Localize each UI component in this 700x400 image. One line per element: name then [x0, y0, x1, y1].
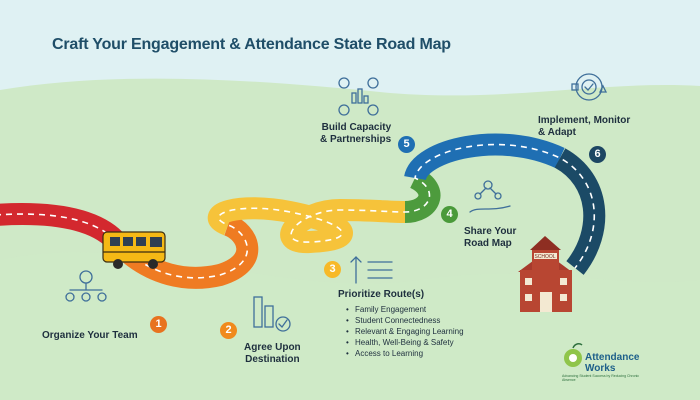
monitor-cycle-icon	[571, 73, 608, 101]
share-hand-icon	[469, 180, 511, 213]
route-arrows-icon	[350, 256, 393, 284]
brand-tagline: Advancing Student Success by Reducing Ch…	[562, 374, 640, 382]
step-6-label: Implement, Monitor& Adapt	[538, 115, 631, 138]
step-3-label: Prioritize Route(s)	[338, 289, 425, 300]
step-5-badge: 5	[398, 136, 415, 153]
destination-chart-icon	[253, 296, 291, 332]
route-item: Family Engagement	[346, 304, 464, 315]
page-title: Craft Your Engagement & Attendance State…	[52, 36, 451, 53]
step-6-badge: 6	[589, 146, 606, 163]
step-5-label: Build Capacity& Partnerships	[320, 122, 392, 145]
team-icon	[65, 270, 107, 302]
route-item: Access to Learning	[346, 348, 464, 359]
school-sign: SCHOOL	[534, 254, 555, 260]
step-3-badge: 3	[324, 261, 341, 278]
capacity-network-icon	[338, 77, 379, 116]
attendance-works-logo-icon	[564, 343, 583, 367]
step-1-badge: 1	[150, 316, 167, 333]
road-segment-green	[403, 168, 441, 223]
step-1-label: Organize Your Team	[42, 330, 138, 341]
route-item: Relevant & Engaging Learning	[346, 326, 463, 337]
step-3-route-list: Family Engagement Student Connectedness …	[345, 304, 464, 359]
step-2-badge: 2	[220, 322, 237, 339]
step-4-badge: 4	[441, 206, 458, 223]
route-item: Health, Well-Being & Safety	[346, 337, 464, 348]
school-building	[518, 236, 572, 312]
route-item: Student Connectedness	[346, 315, 464, 326]
school-bus	[102, 231, 166, 269]
